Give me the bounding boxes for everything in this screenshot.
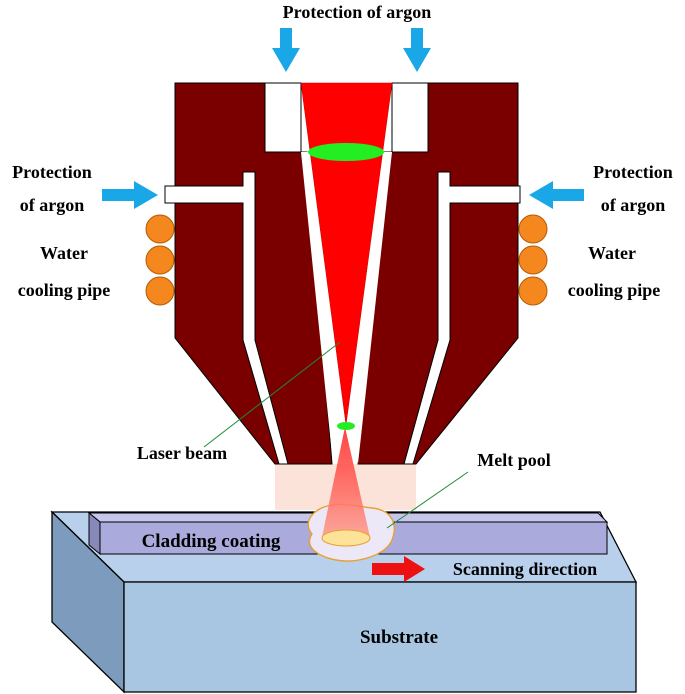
argon-channel-right [403, 171, 521, 465]
label-melt-pool: Melt pool [477, 450, 551, 470]
label-argon-left-2: of argon [20, 195, 85, 215]
label-water-left-1: Water [40, 243, 88, 263]
argon-arrow-top-right [403, 28, 431, 72]
argon-arrow-left [102, 181, 158, 209]
argon-inlet-top-left [264, 82, 302, 153]
pipe-circle [145, 245, 175, 275]
label-argon-top: Protection of argon [283, 2, 432, 22]
pipe-circle [518, 276, 548, 306]
laser-beam-cone [300, 82, 393, 426]
argon-arrow-right [529, 181, 584, 209]
label-scanning-direction: Scanning direction [453, 559, 597, 579]
scanning-direction-arrow [372, 556, 425, 582]
label-water-left-2: cooling pipe [18, 280, 111, 300]
substrate-front-face [123, 581, 637, 693]
focus-point [337, 422, 355, 430]
argon-arrow-top-left [272, 28, 300, 72]
argon-inlet-top-right [391, 82, 429, 153]
label-water-right-2: cooling pipe [568, 280, 661, 300]
focusing-lens [308, 143, 384, 161]
leader-laser-beam [203, 341, 341, 448]
water-cooling-pipe-left [145, 214, 175, 306]
inner-gap-left [301, 152, 340, 464]
pipe-circle [145, 276, 175, 306]
pipe-circle [518, 245, 548, 275]
water-cooling-pipe-right [518, 214, 548, 306]
beam-spot [321, 529, 371, 547]
focused-beam-cone [322, 427, 370, 537]
pipe-circle [518, 214, 548, 244]
label-argon-right-2: of argon [601, 195, 666, 215]
label-substrate: Substrate [360, 627, 438, 648]
label-argon-right-1: Protection [593, 162, 673, 182]
leader-melt-pool [386, 471, 469, 529]
label-water-right-1: Water [588, 243, 636, 263]
label-laser-beam: Laser beam [137, 443, 227, 463]
pipe-circle [145, 214, 175, 244]
label-cladding-coating: Cladding coating [142, 531, 281, 552]
argon-channel-left [164, 171, 289, 465]
inner-gap-right [352, 152, 392, 464]
label-argon-left-1: Protection [12, 162, 92, 182]
